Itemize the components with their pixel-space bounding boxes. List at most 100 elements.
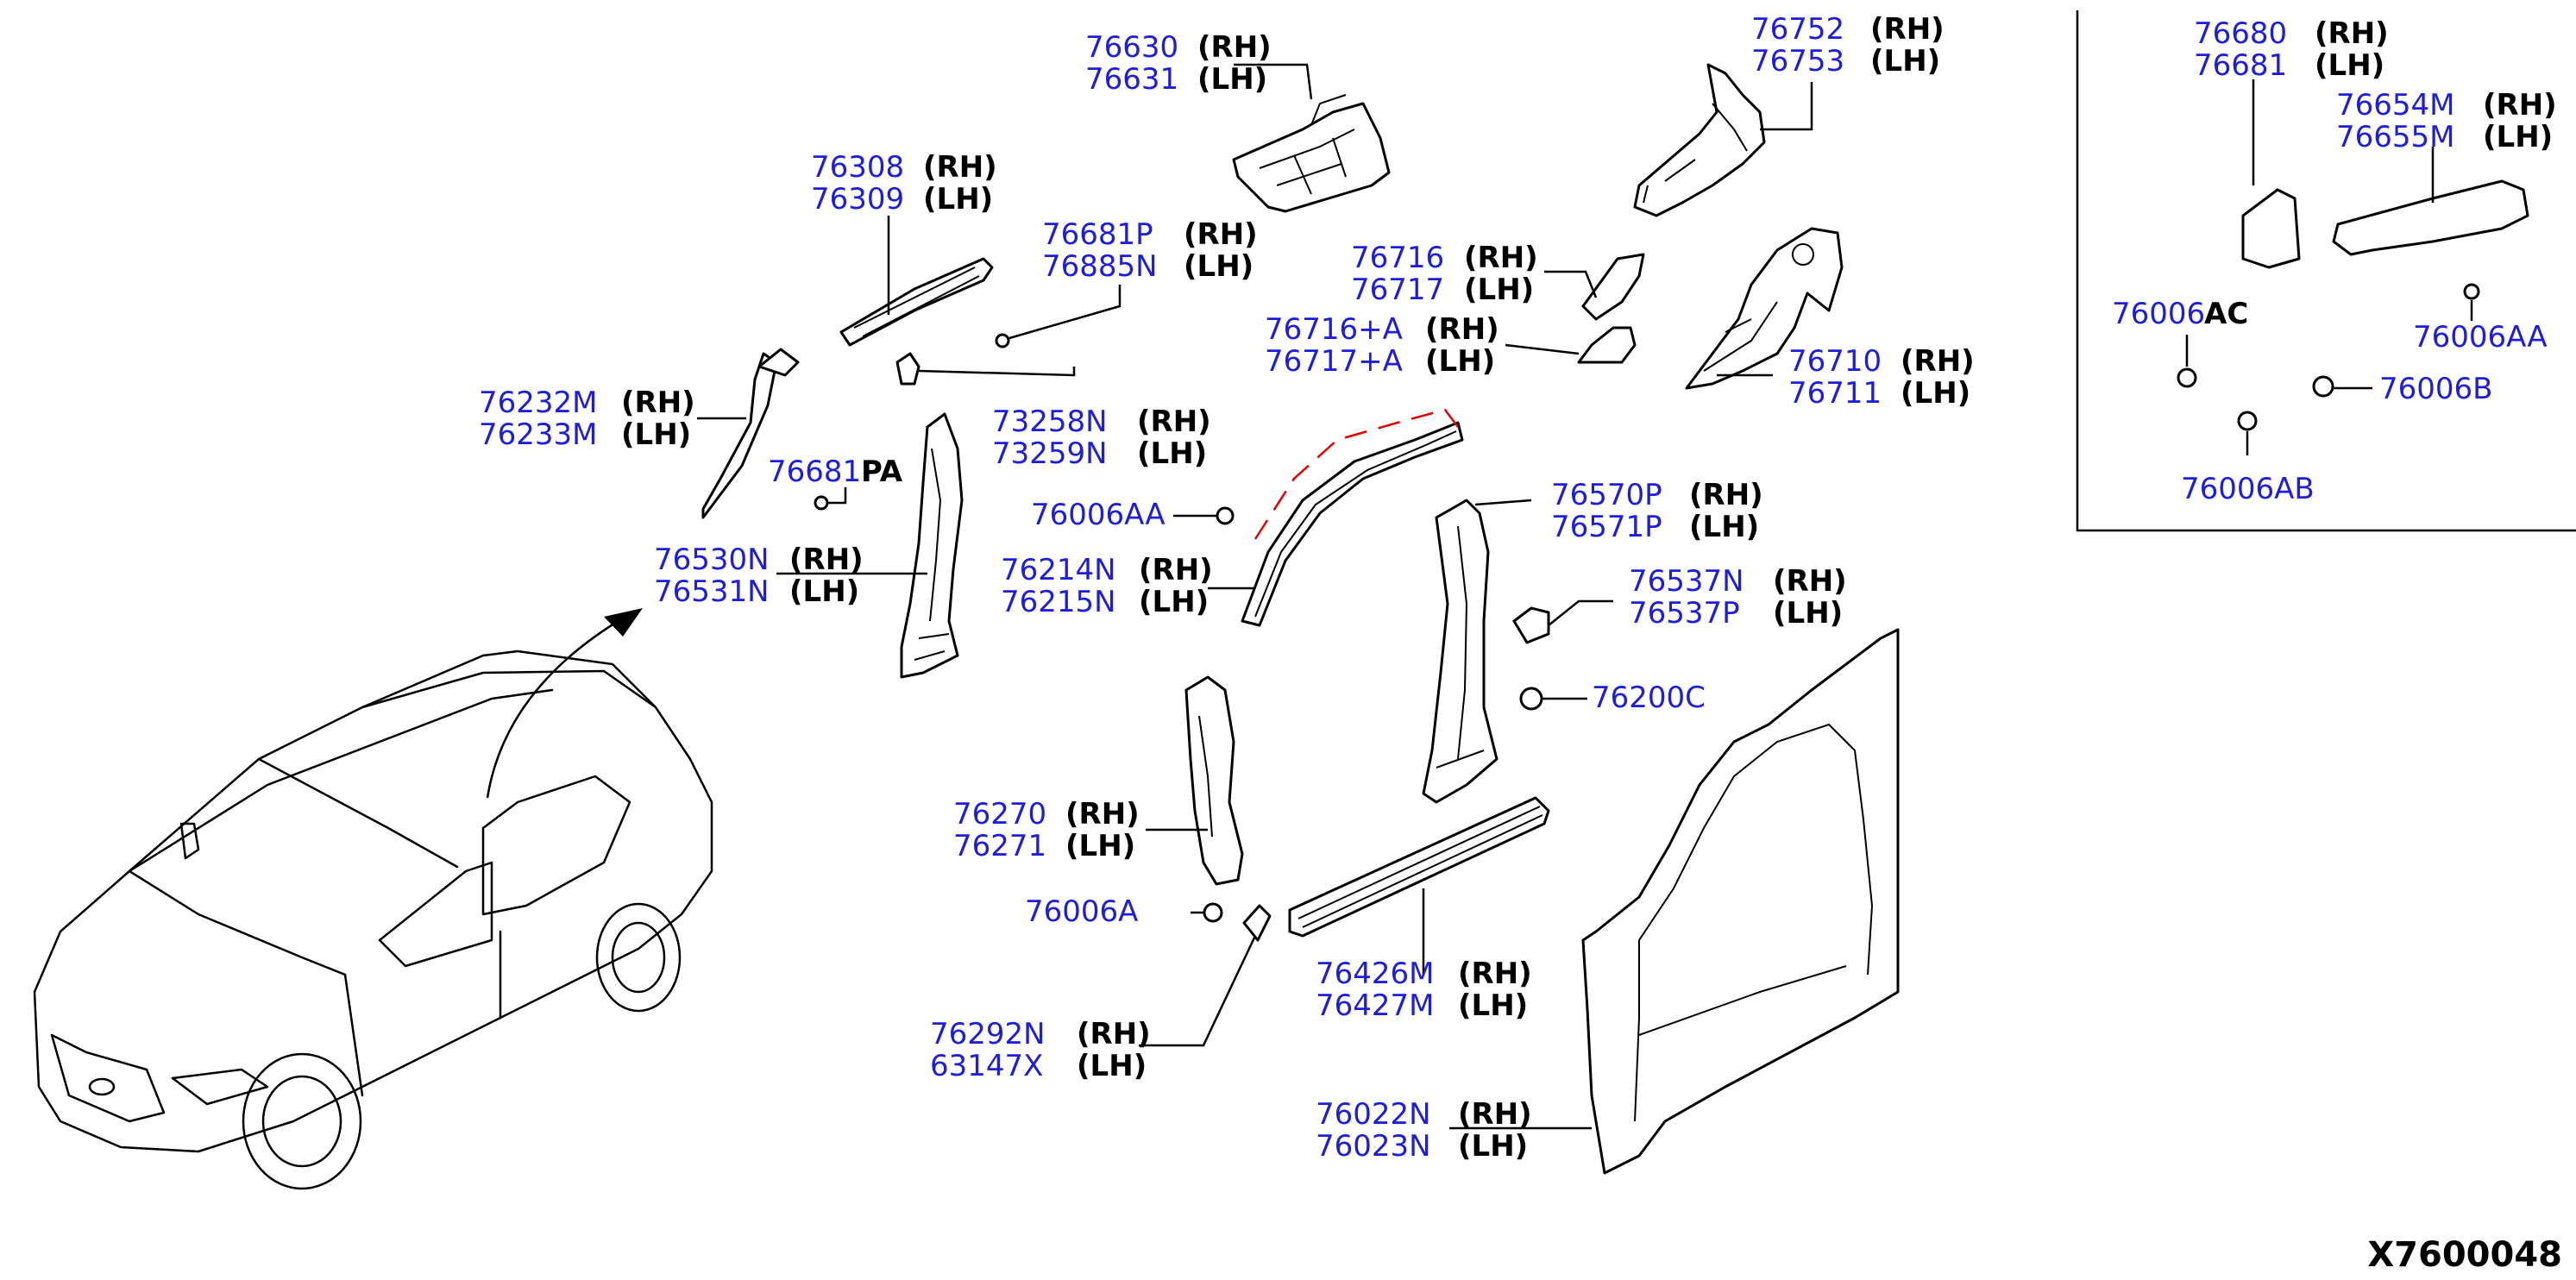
side-label: (LH) [2483,120,2553,154]
side-label: (RH) [2483,88,2557,122]
part-number: 76537N [1629,564,1744,599]
callout-76292: 76292N (RH) 63147X (LH) [930,1017,1151,1083]
part-76681p [995,333,1010,348]
side-label: (LH) [2315,48,2384,83]
callout-76570: 76570P (RH) 76571P (LH) [1551,478,1763,544]
side-label: (LH) [1077,1049,1147,1083]
label-76006b: 76006B [2379,372,2492,406]
label-76006a: 76006A [1025,894,1138,929]
callout-76716a: 76716+A (RH) 76717+A (LH) [1265,312,1499,379]
part-number: 63147X [930,1049,1043,1083]
side-label: (RH) [621,386,695,420]
callout-76680: 76680 (RH) 76681 (LH) [2194,16,2389,83]
callout-76537: 76537N (RH) 76537P (LH) [1629,564,1847,631]
part-number: 76308 [811,150,904,185]
diagram-reference-code: X7600048 [2367,1235,2562,1275]
callout-76654: 76654M (RH) 76655M (LH) [2336,88,2557,154]
part-number: 76655M [2336,120,2455,154]
callout-76530: 76530N (RH) 76531N (LH) [654,543,864,609]
part-number: 76271 [953,829,1046,863]
part-number: 76270 [953,797,1046,831]
part-76006a [1203,902,1223,923]
side-label: (RH) [1458,1097,1532,1132]
side-label: (RH) [1773,564,1847,599]
part-number: 73258N [992,405,1108,439]
part-76716a [1577,326,1637,364]
side-label: (RH) [1464,241,1538,275]
callout-76752: 76752 (RH) 76753 (LH) [1751,12,1945,78]
callout-73258: 73258N (RH) 73259N (LH) [992,405,1211,471]
part-76654 [2332,179,2529,256]
part-76022 [1581,628,1900,1175]
part-number: 76232M [479,386,598,420]
location-arrow-head [604,608,643,637]
callout-76630: 76630 (RH) 76631 (LH) [1085,30,1272,97]
part-76200c [1519,687,1543,711]
part-76530 [900,412,964,679]
side-label: (LH) [923,182,993,216]
label-76200c: 76200C [1592,681,1706,715]
side-label: (LH) [1065,829,1135,863]
part-number: 76427M [1316,988,1435,1023]
part-76570 [1422,499,1498,804]
part-76006aa-bolt [1216,506,1235,525]
part-number: 76571P [1551,510,1662,544]
part-76006ab [2237,411,2258,431]
side-label: (LH) [1184,249,1253,284]
part-76006b [2312,375,2334,398]
side-label: (RH) [1689,478,1763,512]
part-number: 76537P [1629,596,1740,631]
label-76006aa-main: 76006AA [1031,498,1165,532]
part-number: 76215N [1001,585,1116,619]
callout-76232: 76232M (RH) 76233M (LH) [479,386,695,452]
label-76006ab: 76006AB [2181,472,2315,506]
side-label: (RH) [1184,217,1258,252]
part-number: 76631 [1085,62,1178,97]
part-73258 [895,352,920,386]
callout-76270: 76270 (RH) 76271 (LH) [953,797,1140,863]
part-76270 [1184,675,1244,886]
callout-76214: 76214N (RH) 76215N (LH) [1001,553,1213,619]
side-label: (RH) [1197,30,1272,65]
part-number: 76654M [2336,88,2455,122]
part-number: 76531N [654,574,770,609]
side-label: (LH) [1425,344,1495,379]
location-arrow [486,618,622,799]
part-number: 76681 [2194,48,2287,83]
part-number: 76885N [1042,249,1158,284]
vehicle-illustration [33,649,713,1190]
side-label: (LH) [1458,988,1528,1023]
side-label: (LH) [1458,1129,1528,1164]
part-76308 [839,257,994,347]
callout-76308: 76308 (RH) 76309 (LH) [811,150,997,216]
side-label: (LH) [1773,596,1843,631]
part-number: 76426M [1316,957,1435,991]
side-label: (LH) [1137,436,1207,471]
label-76681pa: 76681 PA [768,455,903,489]
side-label: (RH) [923,150,997,185]
side-label: (LH) [1901,376,1970,411]
part-number: 76309 [811,182,904,216]
part-76752 [1633,63,1766,217]
inset-frame [2076,10,2576,532]
part-number: 73259N [992,436,1108,471]
label-76006aa-inset: 76006AA [2413,320,2548,355]
part-76630 [1232,94,1391,213]
part-76710 [1685,227,1844,390]
part-number: 76681 [768,455,861,489]
callout-76426: 76426M (RH) 76427M (LH) [1316,957,1532,1023]
side-label: (RH) [2315,16,2389,51]
part-suffix: PA [861,455,903,489]
side-label: (RH) [789,543,864,577]
part-number: 76022N [1316,1097,1431,1132]
roof-rail-dashed-outline [1253,408,1459,540]
part-76232 [701,348,800,519]
leader-lines [697,63,2473,1130]
side-label: (LH) [1197,62,1267,97]
part-number: 76006 [2112,297,2205,331]
callout-76022: 76022N (RH) 76023N (LH) [1316,1097,1532,1164]
part-76716 [1581,253,1645,321]
part-number: 76716+A [1265,312,1403,347]
callout-76681p: 76681P (RH) 76885N (LH) [1042,217,1258,284]
